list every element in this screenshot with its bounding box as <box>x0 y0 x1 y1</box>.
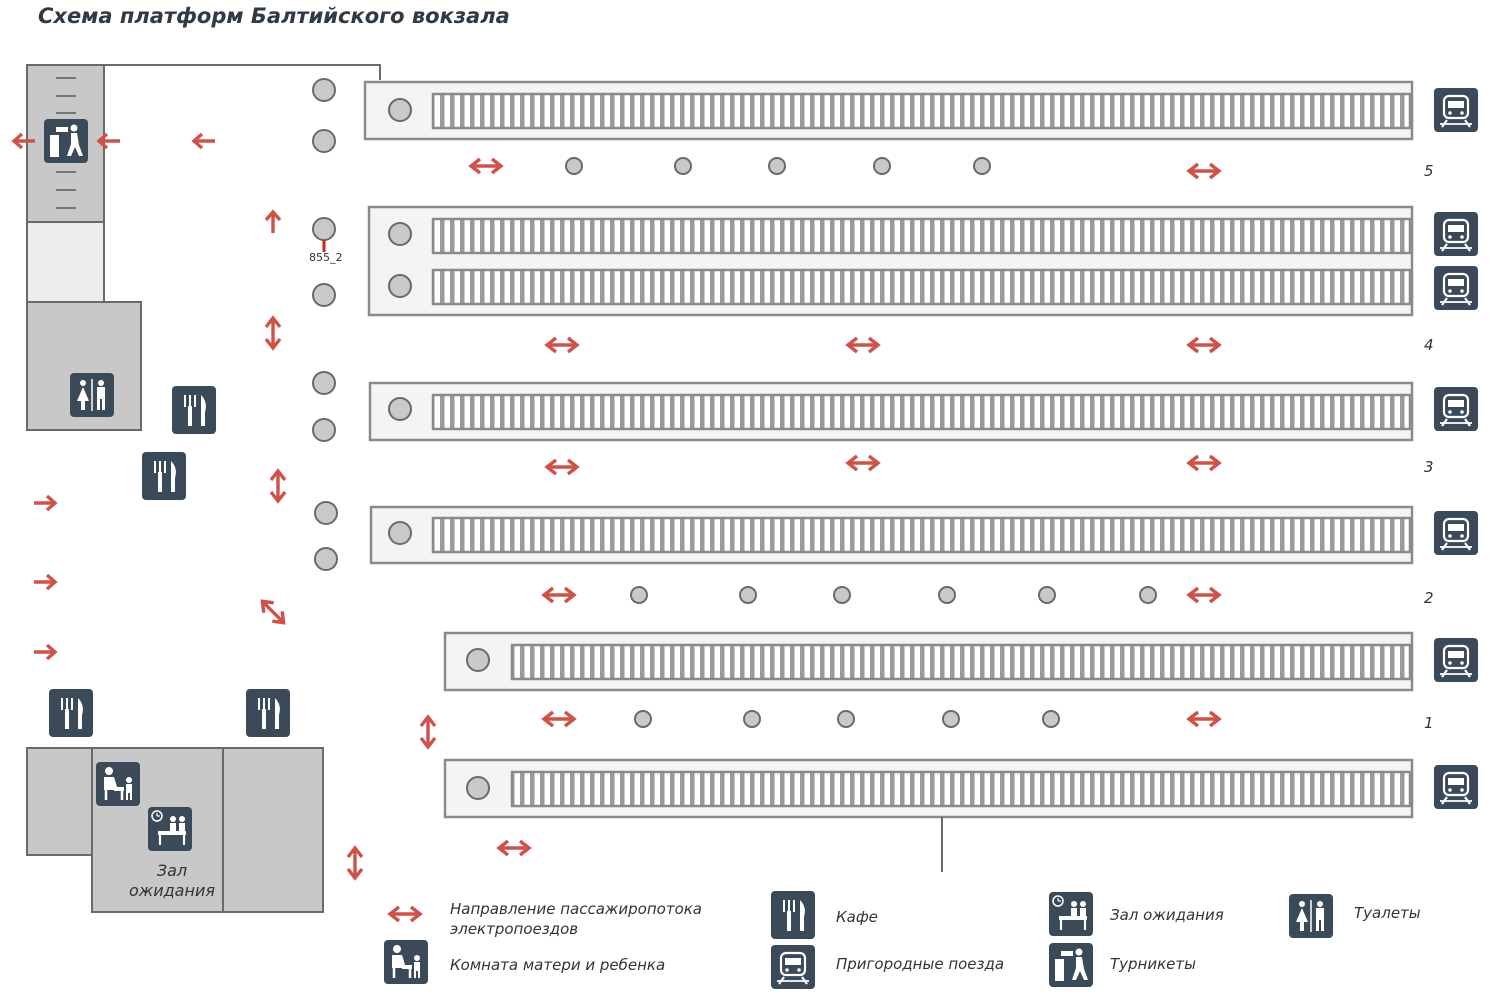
legend-flow-line1: Направление пассажиропотока <box>450 900 702 918</box>
map-title: Схема платформ Балтийского вокзала <box>38 4 510 28</box>
platform-columns <box>565 157 1157 728</box>
platform-number-3: 3 <box>1424 458 1434 476</box>
turnstile-icon <box>44 119 88 163</box>
marker-label: 855_2 <box>309 251 343 264</box>
legend-suburban: Пригородные поезда <box>836 955 1005 973</box>
waiting-hall-label-line2: ожидания <box>129 881 215 900</box>
platform-number-5: 5 <box>1424 162 1434 180</box>
waiting-hall-label: Зал ожидания <box>92 861 252 901</box>
platform-number-1: 1 <box>1424 714 1434 732</box>
legend-cafe: Кафе <box>836 908 878 926</box>
mother-child-icon <box>94 760 142 808</box>
concourse-columns <box>312 78 338 571</box>
waiting-hall-icon <box>146 805 194 853</box>
toilets-icon <box>69 372 115 418</box>
legend-flow: Направление пассажиропотока электропоезд… <box>450 899 702 939</box>
platform-number-2: 2 <box>1424 589 1434 607</box>
platforms <box>363 80 1414 872</box>
cafe-icon <box>245 688 291 738</box>
waiting-hall-label-line1: Зал <box>156 861 188 880</box>
legend-toilets: Туалеты <box>1354 904 1421 922</box>
train-icons <box>1432 86 1480 811</box>
legend-turnstiles: Турникеты <box>1110 955 1196 973</box>
station-building <box>26 64 381 913</box>
legend-flow-line2: электропоездов <box>450 920 579 938</box>
legend-mother-child: Комната матери и ребенка <box>450 956 666 974</box>
cafe-icon <box>171 385 217 435</box>
legend-waiting: Зал ожидания <box>1110 906 1224 924</box>
platform-number-4: 4 <box>1424 336 1434 354</box>
cafe-icon <box>48 688 94 738</box>
cafe-icon <box>141 451 187 501</box>
